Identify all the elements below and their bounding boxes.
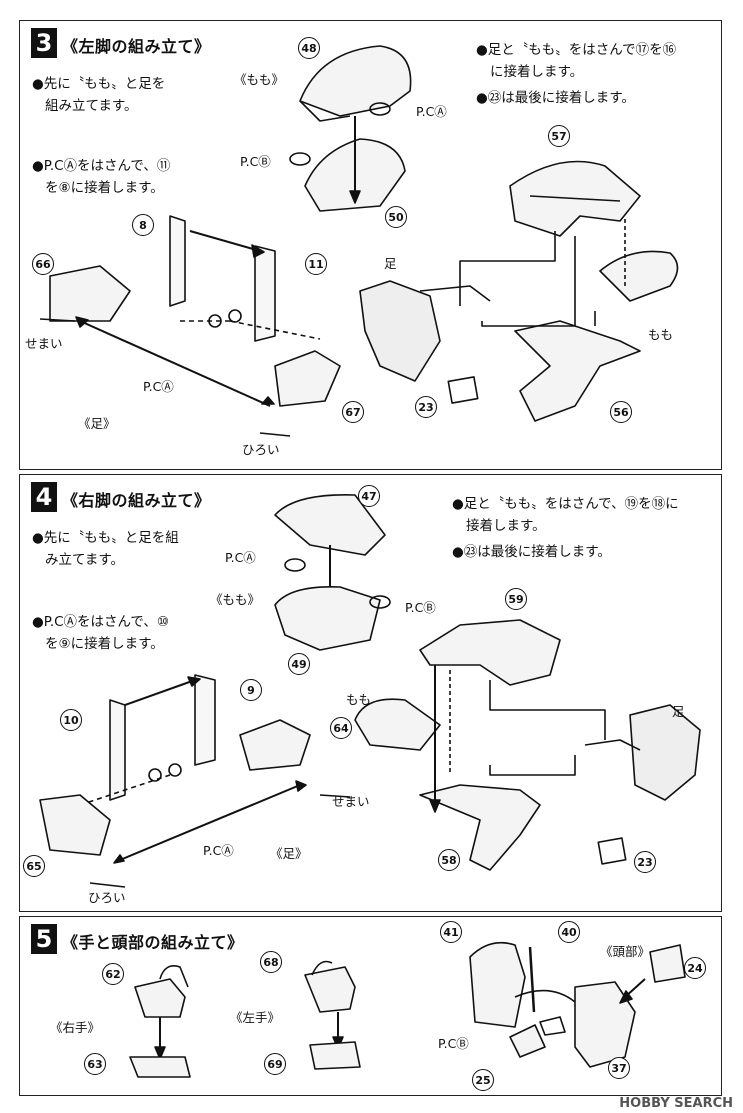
label-hiroi: ひろい	[88, 890, 126, 905]
note-glue-last: ●㉓は最後に接着します。	[476, 90, 635, 106]
note-pc-a-line2: を⑧に接着します。	[45, 180, 164, 196]
part-number-37: 37	[608, 1057, 630, 1079]
label-momo-title: 《もも》	[234, 72, 285, 87]
label-pc-b: P.CⒷ	[405, 600, 436, 615]
label-ashi: 足	[384, 256, 397, 271]
part-number-65: 65	[23, 855, 45, 877]
part-number-63: 63	[84, 1053, 106, 1075]
part-number-50: 50	[385, 206, 407, 228]
note-assemble-first-line1: ●先に〝もも〟と足を	[32, 76, 166, 92]
part-number-9: 9	[240, 679, 262, 701]
step-5-section: 5 《手と頭部の組み立て》 《右手》 《左手	[19, 916, 722, 1096]
note-pc-a-line2: を⑨に接着します。	[45, 636, 164, 652]
label-momo: もも	[346, 692, 372, 707]
step-number: 5	[31, 924, 57, 954]
note-assemble-first-line1: ●先に〝もも〟と足を組	[32, 530, 179, 546]
left-leg-diagram	[39, 45, 679, 437]
note-glue-line1: ●足と〝もも〟をはさんで⑰を⑯	[476, 42, 677, 58]
part-number-58: 58	[438, 849, 460, 871]
step-title: 《左脚の組み立て》	[62, 37, 211, 56]
label-semai: せまい	[25, 336, 63, 351]
label-right-hand: 《右手》	[50, 1020, 101, 1035]
part-number-66: 66	[32, 253, 54, 275]
label-ashi-title: 《足》	[270, 846, 308, 861]
right-leg-diagram	[39, 494, 701, 888]
note-glue-line2: 接着します。	[466, 518, 546, 534]
part-number-24: 24	[684, 957, 706, 979]
note-glue-line2: に接着します。	[490, 64, 584, 80]
step-number: 4	[31, 482, 57, 512]
part-number-8: 8	[132, 214, 154, 236]
label-pc-a-frame: P.CⒶ	[143, 379, 174, 394]
part-number-69: 69	[264, 1053, 286, 1075]
part-number-23: 23	[634, 851, 656, 873]
label-left-hand: 《左手》	[230, 1010, 281, 1025]
step-4-section: 4 《右脚の組み立て》 ●先に〝もも〟と足を組 み立てます。 ●P.CⒶをはさん…	[19, 474, 722, 912]
part-number-57: 57	[548, 125, 570, 147]
part-number-62: 62	[102, 963, 124, 985]
part-number-49: 49	[288, 653, 310, 675]
label-ashi-title: 《足》	[78, 416, 116, 431]
hands-head-diagram	[129, 941, 686, 1078]
note-assemble-first-line2: 組み立てます。	[45, 98, 138, 114]
note-pc-a-line1: ●P.CⒶをはさんで、⑪	[32, 158, 171, 174]
label-pc-a-thigh: P.CⒶ	[225, 550, 256, 565]
label-semai: せまい	[332, 794, 370, 809]
part-number-41: 41	[440, 921, 462, 943]
part-number-47: 47	[358, 485, 380, 507]
label-pc-a-thigh: P.CⒶ	[416, 104, 447, 119]
part-number-10: 10	[60, 709, 82, 731]
part-number-40: 40	[558, 921, 580, 943]
label-pc-b: P.CⒷ	[240, 154, 271, 169]
part-number-68: 68	[260, 951, 282, 973]
step-title: 《右脚の組み立て》	[62, 491, 211, 510]
step-number: 3	[31, 28, 57, 58]
step-title: 《手と頭部の組み立て》	[62, 933, 244, 952]
part-number-48: 48	[298, 37, 320, 59]
part-number-11: 11	[305, 253, 327, 275]
label-pc-a-frame: P.CⒶ	[203, 843, 234, 858]
part-number-64: 64	[330, 717, 352, 739]
note-glue-line1: ●足と〝もも〟をはさんで、⑲を⑱に	[452, 496, 679, 512]
note-assemble-first-line2: み立てます。	[45, 552, 124, 568]
note-pc-a-line1: ●P.CⒶをはさんで、⑩	[32, 614, 169, 630]
part-number-59: 59	[505, 588, 527, 610]
part-number-23: 23	[415, 396, 437, 418]
label-hiroi: ひろい	[242, 442, 280, 457]
note-glue-last: ●㉓は最後に接着します。	[452, 544, 611, 560]
part-number-25: 25	[472, 1069, 494, 1091]
label-momo: もも	[648, 327, 674, 342]
label-head: 《頭部》	[600, 944, 651, 959]
label-momo-title: 《もも》	[210, 592, 261, 607]
label-ashi: 足	[672, 704, 685, 719]
step-3-section: 3 《左脚の組み立て》 ●先に〝もも〟と足を 組み立てます。 ●P.CⒶをはさん…	[19, 20, 722, 470]
label-pc-b: P.CⒷ	[438, 1036, 469, 1051]
watermark: HOBBY SEARCH	[619, 1096, 733, 1111]
part-number-56: 56	[610, 401, 632, 423]
part-number-67: 67	[342, 401, 364, 423]
